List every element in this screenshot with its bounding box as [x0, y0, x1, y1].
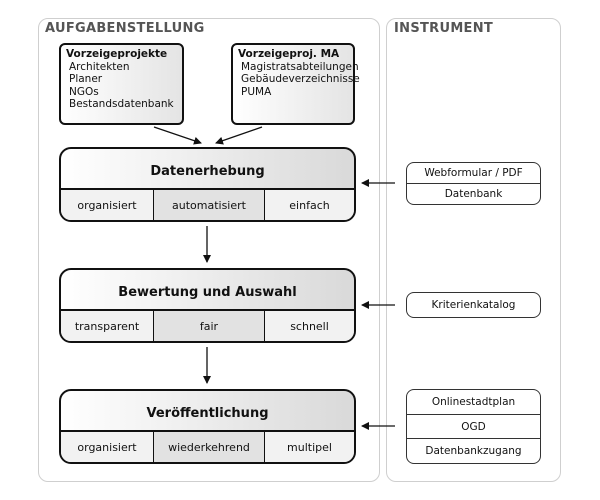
- source-item: Architekten: [69, 60, 130, 73]
- stage-title: Veröffentlichung: [146, 406, 269, 421]
- stage-attribute: automatisiert: [153, 190, 265, 220]
- instrument-item: Onlinestadtplan: [431, 395, 516, 408]
- stage-title: Bewertung und Auswahl: [118, 285, 297, 300]
- source-box-vorzeigeprojekte: Vorzeigeprojekte Architekten Planer NGOs…: [59, 43, 184, 125]
- stage-bewertung-und-auswahl: Bewertung und Auswahl transparent fair s…: [59, 268, 356, 343]
- source-item: Bestandsdatenbank: [69, 98, 174, 110]
- source-item: Magistratsabteilungen: [241, 60, 359, 73]
- instrument-item: Datenbankzugang: [407, 438, 540, 463]
- source-title: Vorzeigeprojekte: [66, 48, 168, 60]
- instrument-box-veroeffentlichung: Onlinestadtplan OGD Datenbankzugang: [406, 389, 541, 464]
- stage-attribute: einfach: [289, 198, 330, 212]
- instrument-item: Datenbank: [407, 183, 540, 204]
- stage-attributes: organisiert wiederkehrend multipel: [61, 430, 354, 462]
- stage-title: Datenerhebung: [150, 164, 265, 179]
- stage-attributes: organisiert automatisiert einfach: [61, 188, 354, 220]
- stage-attribute: multipel: [287, 440, 332, 454]
- instrument-item: OGD: [407, 413, 540, 439]
- arrow-source1-to-stage1: [153, 126, 202, 145]
- stage-attribute: organisiert: [77, 440, 137, 454]
- instrument-box-datenerhebung: Webformular / PDF Datenbank: [406, 162, 541, 205]
- stage-attributes: transparent fair schnell: [61, 309, 354, 341]
- stage-attribute: transparent: [74, 319, 140, 333]
- source-item: NGOs: [69, 85, 99, 98]
- stage-attribute: organisiert: [77, 198, 137, 212]
- aufgabenstellung-title: AUFGABENSTELLUNG: [45, 21, 205, 36]
- stage-datenerhebung: Datenerhebung organisiert automatisiert …: [59, 147, 356, 222]
- stage-attribute: schnell: [290, 319, 329, 333]
- source-box-vorzeigeproj-ma: Vorzeigeproj. MA Magistratsabteilungen G…: [231, 43, 360, 125]
- instrument-item: Kriterienkatalog: [431, 299, 516, 311]
- source-item: Gebäudeverzeichnisse: [241, 73, 360, 85]
- stage-veroeffentlichung: Veröffentlichung organisiert wiederkehre…: [59, 389, 356, 464]
- stage-attribute: fair: [153, 311, 265, 341]
- instrument-item: Webformular / PDF: [424, 167, 523, 179]
- source-item: PUMA: [241, 85, 272, 98]
- source-title: Vorzeigeproj. MA: [238, 48, 340, 60]
- stage-attribute: wiederkehrend: [153, 432, 265, 462]
- arrow-source2-to-stage1: [215, 126, 263, 145]
- instrument-title: INSTRUMENT: [394, 21, 494, 36]
- source-item: Planer: [69, 73, 103, 85]
- instrument-box-bewertung: Kriterienkatalog: [406, 292, 541, 318]
